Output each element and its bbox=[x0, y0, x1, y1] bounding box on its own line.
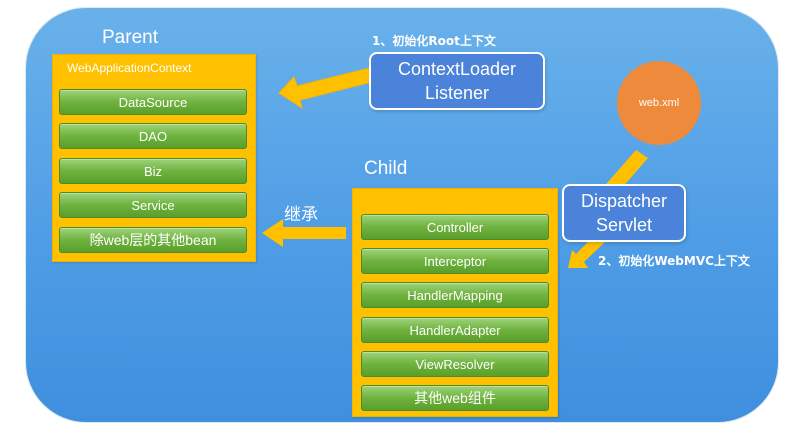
context-loader-line1: ContextLoader bbox=[397, 59, 517, 79]
dispatcher-line2: Servlet bbox=[595, 215, 653, 235]
dispatcher-servlet-box: Dispatcher Servlet bbox=[562, 184, 686, 242]
init-root-arrow bbox=[278, 67, 373, 110]
dispatcher-line1: Dispatcher bbox=[580, 191, 668, 211]
child-context-panel: Controller Interceptor HandlerMapping Ha… bbox=[352, 188, 558, 417]
child-item-other-web: 其他web组件 bbox=[361, 385, 549, 411]
parent-context-label: WebApplicationContext bbox=[67, 61, 192, 75]
parent-item-biz: Biz bbox=[59, 158, 247, 184]
context-loader-listener-box: ContextLoader Listener bbox=[369, 52, 545, 110]
init-root-note: 1、初始化Root上下文 bbox=[372, 34, 496, 48]
child-item-handlermapping: HandlerMapping bbox=[361, 282, 549, 308]
parent-title: Parent bbox=[102, 27, 158, 48]
child-item-interceptor: Interceptor bbox=[361, 248, 549, 274]
init-mvc-arrow bbox=[568, 236, 605, 268]
parent-item-service: Service bbox=[59, 192, 247, 218]
child-item-controller: Controller bbox=[361, 214, 549, 240]
init-mvc-note: 2、初始化WebMVC上下文 bbox=[598, 254, 750, 268]
inherit-arrow bbox=[262, 219, 346, 247]
child-item-handleradapter: HandlerAdapter bbox=[361, 317, 549, 343]
parent-context-panel: WebApplicationContext DataSource DAO Biz… bbox=[52, 54, 256, 262]
parent-item-datasource: DataSource bbox=[59, 89, 247, 115]
inherit-label: 继承 bbox=[284, 205, 318, 225]
parent-item-dao: DAO bbox=[59, 123, 247, 149]
web-xml-circle: web.xml bbox=[617, 61, 701, 145]
context-loader-line2: Listener bbox=[424, 83, 490, 103]
child-title: Child bbox=[364, 158, 408, 179]
child-item-viewresolver: ViewResolver bbox=[361, 351, 549, 377]
parent-item-other-beans: 除web层的其他bean bbox=[59, 227, 247, 253]
